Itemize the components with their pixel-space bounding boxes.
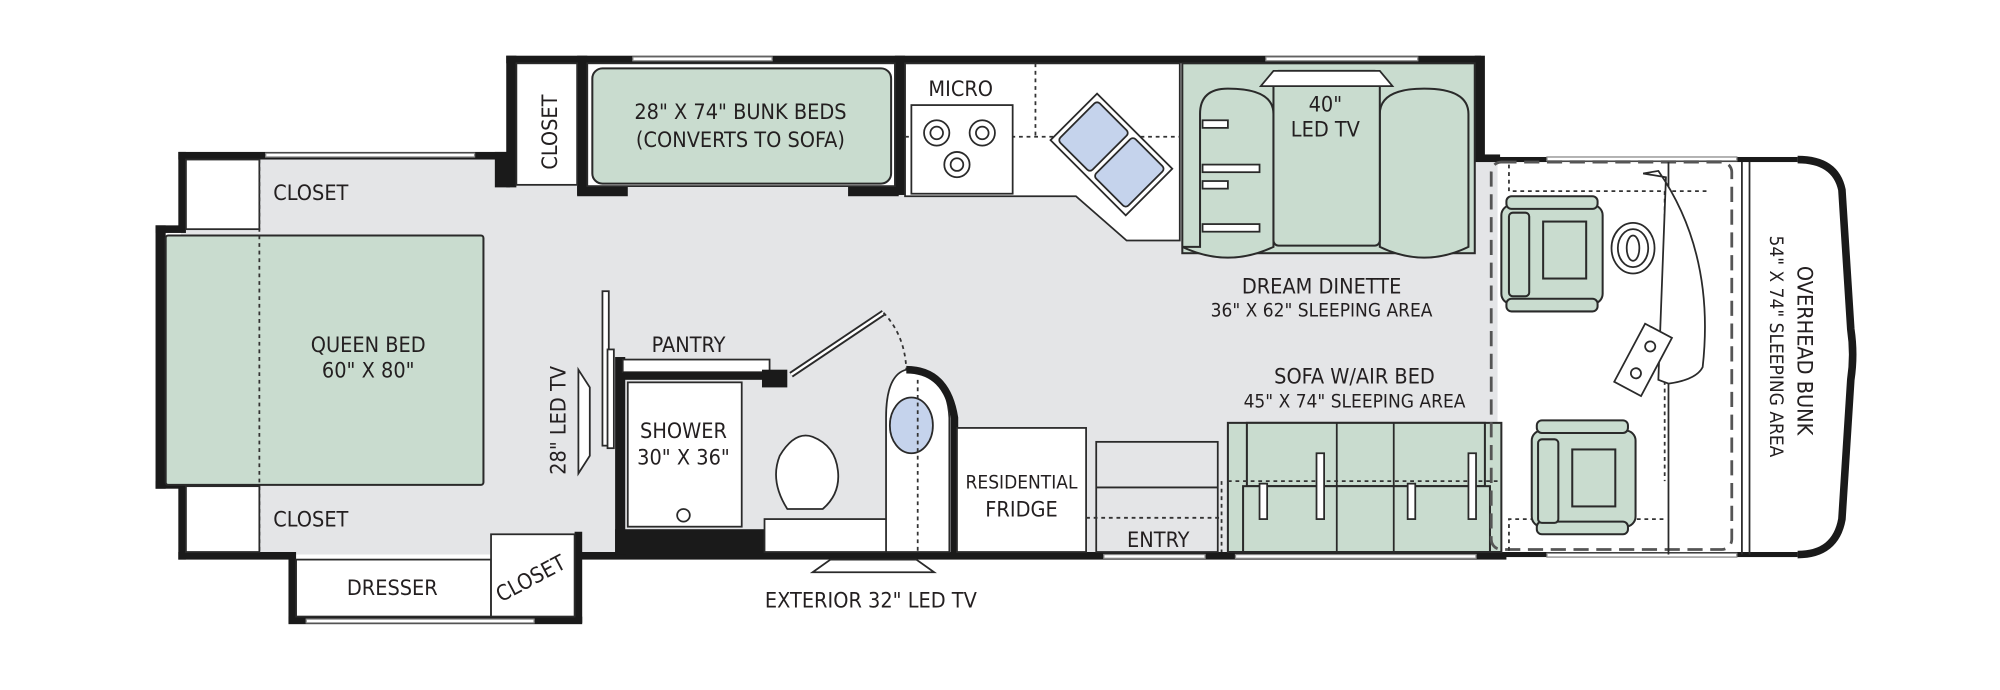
micro-label: MICRO	[928, 77, 993, 102]
queen-bed	[164, 234, 485, 486]
shower-drain-icon	[676, 508, 691, 523]
dream-dinette: 40" LED TV DREAM DINETTE 36" X 62" SLEEP…	[1181, 62, 1476, 322]
sofa-air-bed: SOFA W/AIR BED 45" X 74" SLEEPING AREA	[1226, 365, 1503, 554]
sofa-size: 45" X 74" SLEEPING AREA	[1244, 391, 1466, 413]
overhead-bunk-title: OVERHEAD BUNK	[1792, 266, 1817, 437]
dinette-size: 36" X 62" SLEEPING AREA	[1211, 300, 1433, 322]
entry-label: ENTRY	[1127, 528, 1190, 553]
fridge-entry: RESIDENTIAL FRIDGE ENTRY	[956, 427, 1223, 553]
seatbelt-icon	[1258, 452, 1477, 520]
bunk-beds	[591, 67, 893, 185]
shower	[626, 381, 743, 528]
dinette-tv-label: LED TV	[1291, 118, 1361, 143]
exterior-tv-icon	[809, 558, 937, 574]
passenger-seat	[1530, 419, 1637, 536]
bathroom: PANTRY SHOWER 30" X 36" EXTERIOR 32" LED…	[621, 310, 978, 614]
bedroom-tv-icon	[577, 366, 591, 477]
bunk-beds-note: (CONVERTS TO SOFA)	[636, 128, 845, 153]
bunk-beds-title: 28" X 74" BUNK BEDS	[634, 100, 846, 125]
kitchen-sink-icon	[1049, 92, 1174, 217]
queen-bed-title: QUEEN BED	[311, 333, 426, 358]
steering-wheel-icon	[1610, 221, 1656, 275]
closet-label: CLOSET	[538, 94, 563, 169]
pantry-label: PANTRY	[652, 333, 726, 358]
residential-fridge	[956, 427, 1087, 553]
toilet-icon	[775, 434, 840, 510]
burner-icon	[923, 119, 996, 179]
dinette-tv-size: 40"	[1309, 92, 1343, 117]
exterior-tv-label: EXTERIOR 32" LED TV	[765, 589, 978, 614]
sofa-title: SOFA W/AIR BED	[1274, 365, 1435, 390]
console-icon	[1613, 322, 1674, 398]
dinette-tv-icon	[1258, 70, 1395, 87]
bedroom: CLOSET CLOSET QUEEN BED 60" X 80" 28" LE…	[164, 158, 615, 618]
fridge-line1: RESIDENTIAL	[966, 472, 1078, 494]
cooktop	[910, 104, 1014, 195]
seatbelt-icon	[1201, 119, 1261, 233]
overhead-bunk-size: 54" X 74" SLEEPING AREA	[1765, 235, 1787, 457]
dresser-label: DRESSER	[347, 576, 438, 601]
closet-label: CLOSET	[273, 508, 348, 533]
shower-title: SHOWER	[640, 419, 727, 444]
cab: OVERHEAD BUNK 54" X 74" SLEEPING AREA	[1489, 160, 1817, 555]
closet-label: CLOSET	[273, 181, 348, 206]
bedroom-tv-label: 28" LED TV	[547, 365, 572, 475]
queen-bed-size: 60" X 80"	[322, 358, 415, 383]
dashboard	[1643, 169, 1706, 385]
dinette-title: DREAM DINETTE	[1242, 275, 1401, 300]
fridge-line2: FRIDGE	[985, 498, 1057, 523]
driver-seat	[1500, 195, 1604, 313]
shower-size: 30" X 36"	[637, 446, 730, 471]
sink-icon	[888, 396, 934, 455]
top-slide: CLOSET 28" X 74" BUNK BEDS (CONVERTS TO …	[515, 62, 1181, 242]
